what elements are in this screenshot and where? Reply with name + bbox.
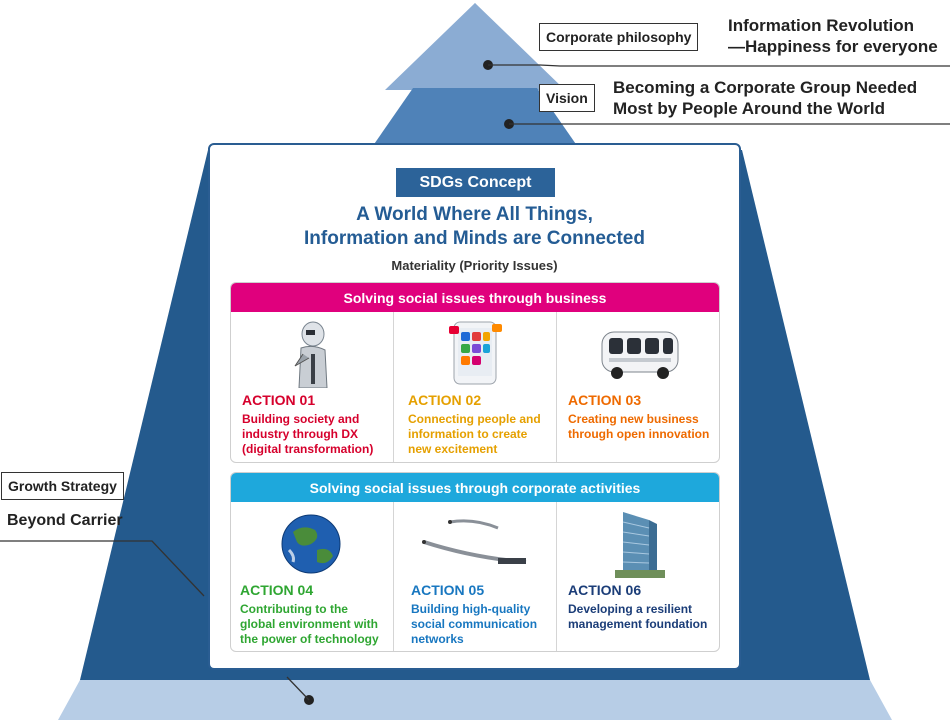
corporate-philosophy-text: Information Revolution —Happiness for ev… — [728, 15, 938, 57]
action-05-title: ACTION 05 — [411, 582, 485, 598]
action-02-title: ACTION 02 — [408, 392, 482, 408]
action-04-card: ACTION 04 Contributing to the global env… — [231, 502, 394, 651]
business-issues-header: Solving social issues through business — [231, 283, 719, 312]
headline-line-2: Information and Minds are Connected — [304, 228, 645, 249]
growth-strategy-tag: Growth Strategy — [1, 472, 124, 500]
pyramid-tier-vision — [370, 88, 580, 150]
smartphone-apps-image — [449, 321, 502, 385]
business-issues-group: Solving social issues through business A… — [230, 282, 720, 463]
action-04-description: Contributing to the global environment w… — [240, 602, 390, 647]
sdgs-concept-panel: SDGs Concept A World Where All Things, I… — [208, 143, 741, 670]
earth-image — [281, 514, 341, 574]
action-06-desc-2: management foundation — [568, 617, 708, 631]
philosophy-pointer-line — [488, 64, 950, 67]
headline-line-1: A World Where All Things, — [356, 204, 593, 225]
action-03-desc-1: Creating new business — [568, 412, 699, 426]
action-05-desc-3: networks — [411, 632, 464, 646]
action-02-desc-3: new excitement — [408, 442, 498, 456]
action-06-desc-1: Developing a resilient — [568, 602, 693, 616]
vision-line-2: Most by People Around the World — [613, 99, 885, 118]
corporate-philosophy-tag: Corporate philosophy — [539, 23, 699, 51]
action-05-description: Building high-quality social communicati… — [411, 602, 561, 647]
sdgs-concept-badge: SDGs Concept — [396, 168, 555, 197]
action-03-description: Creating new business through open innov… — [568, 412, 718, 442]
philosophy-line-1: Information Revolution — [728, 16, 915, 35]
action-04-title: ACTION 04 — [240, 582, 314, 598]
action-03-desc-2: through open innovation — [568, 427, 710, 441]
robot-image — [294, 321, 328, 388]
action-02-desc-2: information to create — [408, 427, 528, 441]
pyramid-tier-base — [58, 680, 892, 720]
sdgs-headline: A World Where All Things, Information an… — [210, 203, 739, 251]
action-04-desc-1: Contributing to the — [240, 602, 348, 616]
corporate-activities-header: Solving social issues through corporate … — [231, 473, 719, 502]
vision-tag: Vision — [539, 84, 595, 112]
action-03-card: ACTION 03 Creating new business through … — [557, 312, 719, 462]
pyramid-tier-philosophy — [385, 3, 565, 90]
action-05-card: ACTION 05 Building high-quality social c… — [394, 502, 557, 651]
stratospheric-aircraft-image — [422, 519, 527, 564]
action-02-description: Connecting people and information to cre… — [408, 412, 558, 457]
vision-line-1: Becoming a Corporate Group Needed — [613, 78, 918, 97]
action-01-description: Building society and industry through DX… — [242, 412, 392, 457]
action-02-desc-1: Connecting people and — [408, 412, 541, 426]
action-06-card: ACTION 06 Developing a resilient managem… — [557, 502, 719, 651]
office-building-image — [615, 512, 665, 578]
action-04-desc-2: global environment with — [240, 617, 379, 631]
materiality-label: Materiality (Priority Issues) — [391, 258, 558, 273]
action-01-desc-2: industry through DX — [242, 427, 358, 441]
action-06-description: Developing a resilient management founda… — [568, 602, 718, 632]
growth-strategy-text: Beyond Carrier — [7, 512, 123, 529]
action-01-desc-3: (digital transformation) — [242, 442, 374, 456]
action-04-desc-3: the power of technology — [240, 632, 379, 646]
growth-pointer-line — [0, 540, 205, 597]
action-03-title: ACTION 03 — [568, 392, 642, 408]
action-05-desc-2: social communication — [411, 617, 538, 631]
action-01-title: ACTION 01 — [242, 392, 316, 408]
action-01-desc-1: Building society and — [242, 412, 360, 426]
action-06-title: ACTION 06 — [568, 582, 642, 598]
action-01-card: ACTION 01 Building society and industry … — [231, 312, 394, 462]
corporate-activities-group: Solving social issues through corporate … — [230, 472, 720, 652]
vision-text: Becoming a Corporate Group Needed Most b… — [613, 77, 917, 119]
action-05-desc-1: Building high-quality — [411, 602, 531, 616]
action-02-card: ACTION 02 Connecting people and informat… — [394, 312, 557, 462]
philosophy-line-2: —Happiness for everyone — [728, 37, 938, 56]
base-pointer-line — [286, 676, 310, 701]
autonomous-bus-image — [601, 331, 679, 379]
